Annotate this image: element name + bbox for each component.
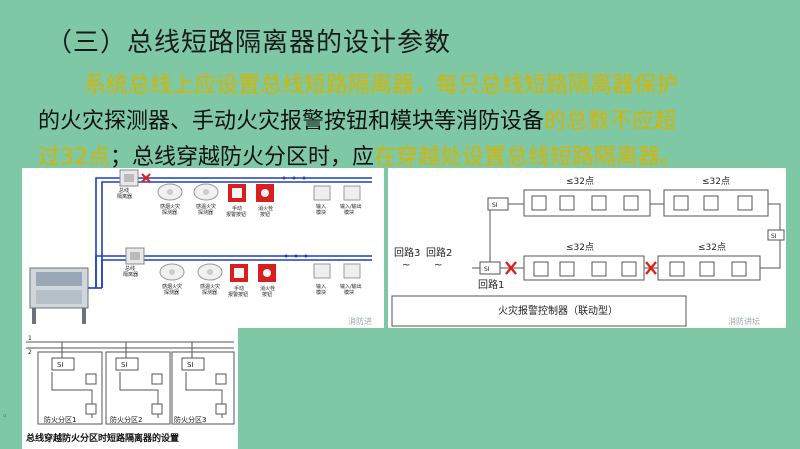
label-manual-1: 手动报警按钮 (226, 205, 246, 218)
zone-2-label: 防火分区2 (110, 415, 142, 424)
si-box: SI (51, 357, 75, 371)
fire-zone-diagram: SI SI SI 1 2 防火分区1 防火分区2 防火分区3 总线穿越防火分区时… (22, 328, 238, 449)
loop-diagram: SI SI SI ≤32点 ≤32点 ≤32点 ≤32点 回路3 回路2 回路1… (388, 168, 786, 328)
fault-cross-icon (141, 173, 151, 183)
wire-2-label: 2 (28, 349, 32, 356)
si-box: SI (479, 261, 501, 275)
watermark-2: 消防讲坛 (728, 316, 760, 326)
label-heat-1: 感温火灾探测器 (196, 203, 216, 216)
wave-symbol: ~ (402, 260, 410, 271)
zone-lines (26, 341, 235, 425)
max-points-label-2: ≤32点 (702, 176, 730, 187)
para-seg4: 过32点 (38, 145, 110, 170)
label-hydrant-1: 消火栓按钮 (258, 205, 273, 218)
svg-text:SI: SI (771, 233, 777, 240)
para-seg2: 的火灾探测器、手动火灾报警按钮和模块等消防设备 (38, 109, 545, 134)
body-paragraph: 系统总线上应设置总线短路隔离器，每只总线短路隔离器保护的火灾探测器、手动火灾报警… (38, 68, 768, 176)
wave-symbol: ~ (434, 260, 442, 271)
hydrant-button-icon (258, 264, 276, 282)
bus-lines (88, 177, 372, 289)
loop2-label: 回路2 (426, 246, 452, 259)
svg-text:SI: SI (484, 266, 490, 273)
detector-symbols (531, 195, 753, 277)
label-hydrant-2: 消火栓按钮 (260, 285, 275, 298)
label-io-2: 输入/输出模块 (340, 283, 362, 296)
continuation-dots (282, 176, 306, 180)
manual-alarm-button-icon (230, 264, 248, 282)
svg-text:SI: SI (121, 361, 128, 369)
io-module-icon (343, 263, 361, 279)
para-seg6: 在穿越处设置总线短路隔离器。 (374, 145, 683, 170)
smoke-detector-icon (157, 183, 183, 201)
svg-text:SI: SI (57, 361, 64, 369)
para-seg3: 的总数不应超 (544, 109, 677, 134)
slide-title: （三）总线短路隔离器的设计参数 (46, 28, 452, 58)
controller-box (391, 295, 687, 327)
detector-symbols (85, 373, 227, 415)
label-heat-2: 感温火灾探测器 (200, 283, 220, 296)
loop-lines (472, 189, 781, 281)
zone-diagram-caption: 总线穿越防火分区时短路隔离器的设置 (26, 432, 179, 444)
label-isolator-1: 总线隔离器 (117, 187, 132, 200)
si-box: SI (115, 357, 139, 371)
continuation-dots (284, 254, 308, 258)
label-smoke-1: 感烟火灾探测器 (160, 203, 180, 216)
label-io-1: 输入/输出模块 (340, 203, 362, 216)
loop1-label: 回路1 (478, 278, 504, 291)
svg-text:SI: SI (492, 202, 498, 209)
label-input-2: 输入模块 (316, 283, 326, 296)
input-module-icon (313, 185, 331, 201)
wire-1-label: 1 (28, 335, 32, 342)
si-box: SI (767, 229, 785, 241)
zone-3-label: 防火分区3 (174, 415, 206, 424)
isolator-icon (125, 247, 145, 265)
fault-cross-icon (505, 261, 657, 275)
label-input-1: 输入模块 (316, 203, 326, 216)
page-marker-icon: ◦ (2, 412, 8, 422)
heat-detector-icon (193, 183, 219, 201)
label-manual-2: 手动报警按钮 (228, 285, 248, 298)
input-module-icon (313, 263, 331, 279)
label-smoke-2: 感烟火灾探测器 (162, 283, 182, 296)
para-seg5: ；总线穿越防火分区时，应 (110, 145, 375, 170)
smoke-detector-icon (159, 263, 185, 281)
watermark-1: 消防进 (348, 316, 372, 326)
device-bus-diagram: 总线隔离器 感烟火灾探测器 感温火灾探测器 手动报警按钮 消火栓按钮 输入模块 … (22, 168, 384, 328)
controller-label: 火灾报警控制器（联动型） (498, 304, 618, 317)
hydrant-button-icon (256, 184, 274, 202)
heat-detector-icon (197, 263, 223, 281)
fire-alarm-panel-icon (29, 267, 89, 324)
zone-1-label: 防火分区1 (44, 415, 76, 424)
si-box: SI (487, 197, 509, 211)
para-seg1: 系统总线上应设置总线短路隔离器，每只总线短路隔离器保护 (84, 73, 679, 98)
max-points-label-3: ≤32点 (566, 242, 594, 253)
max-points-label-4: ≤32点 (698, 242, 726, 253)
loop3-label: 回路3 (394, 246, 420, 259)
svg-text:SI: SI (187, 361, 194, 369)
max-points-label-1: ≤32点 (566, 176, 594, 187)
si-box: SI (181, 357, 205, 371)
isolator-icon (119, 169, 139, 187)
io-module-icon (343, 185, 361, 201)
label-isolator-2: 总线隔离器 (123, 265, 138, 278)
manual-alarm-button-icon (228, 184, 246, 202)
